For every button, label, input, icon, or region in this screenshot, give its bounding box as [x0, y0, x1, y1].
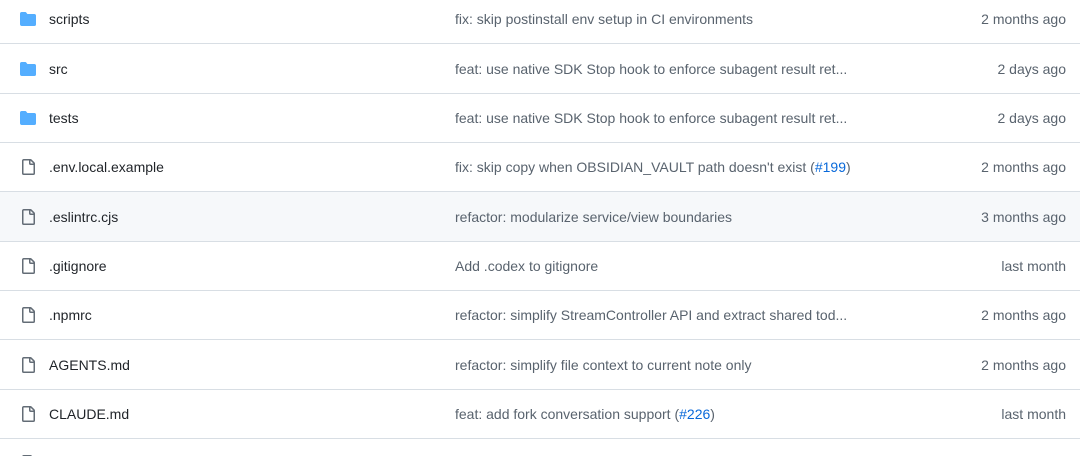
commit-date-cell: last month [930, 406, 1080, 422]
file-icon [22, 208, 35, 225]
commit-date-cell: last month [930, 258, 1080, 274]
row-type-icon [20, 208, 36, 225]
commit-message-link[interactable]: fix: skip postinstall env setup in CI en… [455, 11, 754, 28]
commit-message-cell: refactor: modularize service/view bounda… [455, 209, 930, 225]
commit-message-cell: fix: skip postinstall env setup in CI en… [455, 11, 930, 27]
folder-icon [20, 12, 36, 27]
folder-icon [20, 61, 36, 76]
table-row[interactable]: AGENTS.md refactor: simplify file contex… [0, 340, 1080, 390]
table-row[interactable]: .env.local.example fix: skip copy when O… [0, 143, 1080, 193]
commit-message-link[interactable]: feat: use native SDK Stop hook to enforc… [455, 109, 848, 126]
commit-message-cell: refactor: simplify StreamController API … [455, 307, 930, 323]
file-icon [22, 307, 35, 324]
file-name-cell: scripts [0, 11, 455, 27]
commit-date-link[interactable]: 2 days ago [997, 60, 1067, 77]
file-name-link[interactable]: .env.local.example [49, 159, 164, 176]
row-type-icon [20, 356, 36, 373]
commit-message-suffix[interactable]: ) [846, 159, 851, 176]
table-row[interactable]: .eslintrc.cjs refactor: modularize servi… [0, 192, 1080, 242]
commit-message-link[interactable]: refactor: simplify StreamController API … [455, 307, 848, 324]
table-row[interactable]: tests feat: use native SDK Stop hook to … [0, 93, 1080, 144]
table-row[interactable]: CLAUDE.md feat: add fork conversation su… [0, 389, 1080, 440]
row-type-icon [20, 61, 36, 77]
commit-message-link[interactable]: fix: skip copy when OBSIDIAN_VAULT path … [455, 159, 815, 176]
folder-icon [20, 110, 36, 125]
commit-message-suffix[interactable]: ) [710, 405, 715, 422]
file-name-cell: src [0, 61, 455, 77]
commit-message-link[interactable]: refactor: modularize service/view bounda… [455, 208, 733, 225]
file-name-cell: CLAUDE.md [0, 405, 455, 422]
file-name-link[interactable]: .npmrc [49, 307, 92, 324]
commit-message-link[interactable]: Add .codex to gitignore [455, 257, 599, 274]
commit-date-link[interactable]: 2 days ago [997, 109, 1067, 126]
commit-date-cell: 2 days ago [930, 110, 1080, 126]
commit-date-link[interactable]: 2 months ago [981, 307, 1066, 324]
file-name-link[interactable]: AGENTS.md [49, 356, 130, 373]
table-row[interactable] [0, 439, 1080, 456]
commit-message-cell: fix: skip copy when OBSIDIAN_VAULT path … [455, 159, 930, 175]
commit-date-cell: 2 days ago [930, 61, 1080, 77]
commit-message-cell: feat: add fork conversation support (#22… [455, 406, 930, 422]
file-icon [22, 257, 35, 274]
file-name-cell: .gitignore [0, 257, 455, 274]
file-name-cell: AGENTS.md [0, 356, 455, 373]
file-name-cell: .npmrc [0, 307, 455, 324]
file-name-cell: .eslintrc.cjs [0, 208, 455, 225]
table-row[interactable]: scripts fix: skip postinstall env setup … [0, 0, 1080, 45]
row-type-icon [20, 11, 36, 27]
file-icon [22, 159, 35, 176]
commit-date-link[interactable]: 2 months ago [981, 356, 1066, 373]
commit-date-link[interactable]: last month [1001, 405, 1066, 422]
file-icon [22, 356, 35, 373]
commit-date-cell: 2 months ago [930, 307, 1080, 323]
commit-message-cell: feat: use native SDK Stop hook to enforc… [455, 61, 930, 77]
commit-date-link[interactable]: 3 months ago [981, 208, 1066, 225]
commit-date-cell: 2 months ago [930, 357, 1080, 373]
commit-date-cell: 3 months ago [930, 209, 1080, 225]
row-type-icon [20, 307, 36, 324]
commit-date-link[interactable]: last month [1001, 257, 1066, 274]
commit-message-link[interactable]: feat: use native SDK Stop hook to enforc… [455, 60, 848, 77]
commit-date-link[interactable]: 2 months ago [981, 159, 1066, 176]
commit-message-cell: feat: use native SDK Stop hook to enforc… [455, 110, 930, 126]
commit-message-cell: Add .codex to gitignore [455, 258, 930, 274]
file-name-link[interactable]: .gitignore [49, 257, 107, 274]
file-name-link[interactable]: CLAUDE.md [49, 405, 130, 422]
commit-date-cell: 2 months ago [930, 159, 1080, 175]
file-name-link[interactable]: src [49, 60, 68, 77]
file-icon [22, 405, 35, 422]
commit-date-link[interactable]: 2 months ago [981, 11, 1066, 28]
file-name-link[interactable]: scripts [49, 11, 90, 28]
row-type-icon [20, 110, 36, 126]
file-name-cell: tests [0, 110, 455, 126]
row-type-icon [20, 159, 36, 176]
file-name-link[interactable]: .eslintrc.cjs [49, 208, 119, 225]
table-row[interactable]: .npmrc refactor: simplify StreamControll… [0, 291, 1080, 341]
commit-message-cell: refactor: simplify file context to curre… [455, 357, 930, 373]
commit-message-link[interactable]: refactor: simplify file context to curre… [455, 356, 752, 373]
issue-number-link[interactable]: #226 [679, 405, 711, 422]
table-row[interactable]: .gitignore Add .codex to gitignore last … [0, 241, 1080, 292]
file-name-link[interactable]: tests [49, 109, 79, 126]
table-row[interactable]: src feat: use native SDK Stop hook to en… [0, 44, 1080, 94]
commit-message-link[interactable]: feat: add fork conversation support ( [455, 405, 680, 422]
commit-date-cell: 2 months ago [930, 11, 1080, 27]
issue-number-link[interactable]: #199 [814, 159, 846, 176]
row-type-icon [20, 405, 36, 422]
file-name-cell: .env.local.example [0, 159, 455, 176]
row-type-icon [20, 257, 36, 274]
